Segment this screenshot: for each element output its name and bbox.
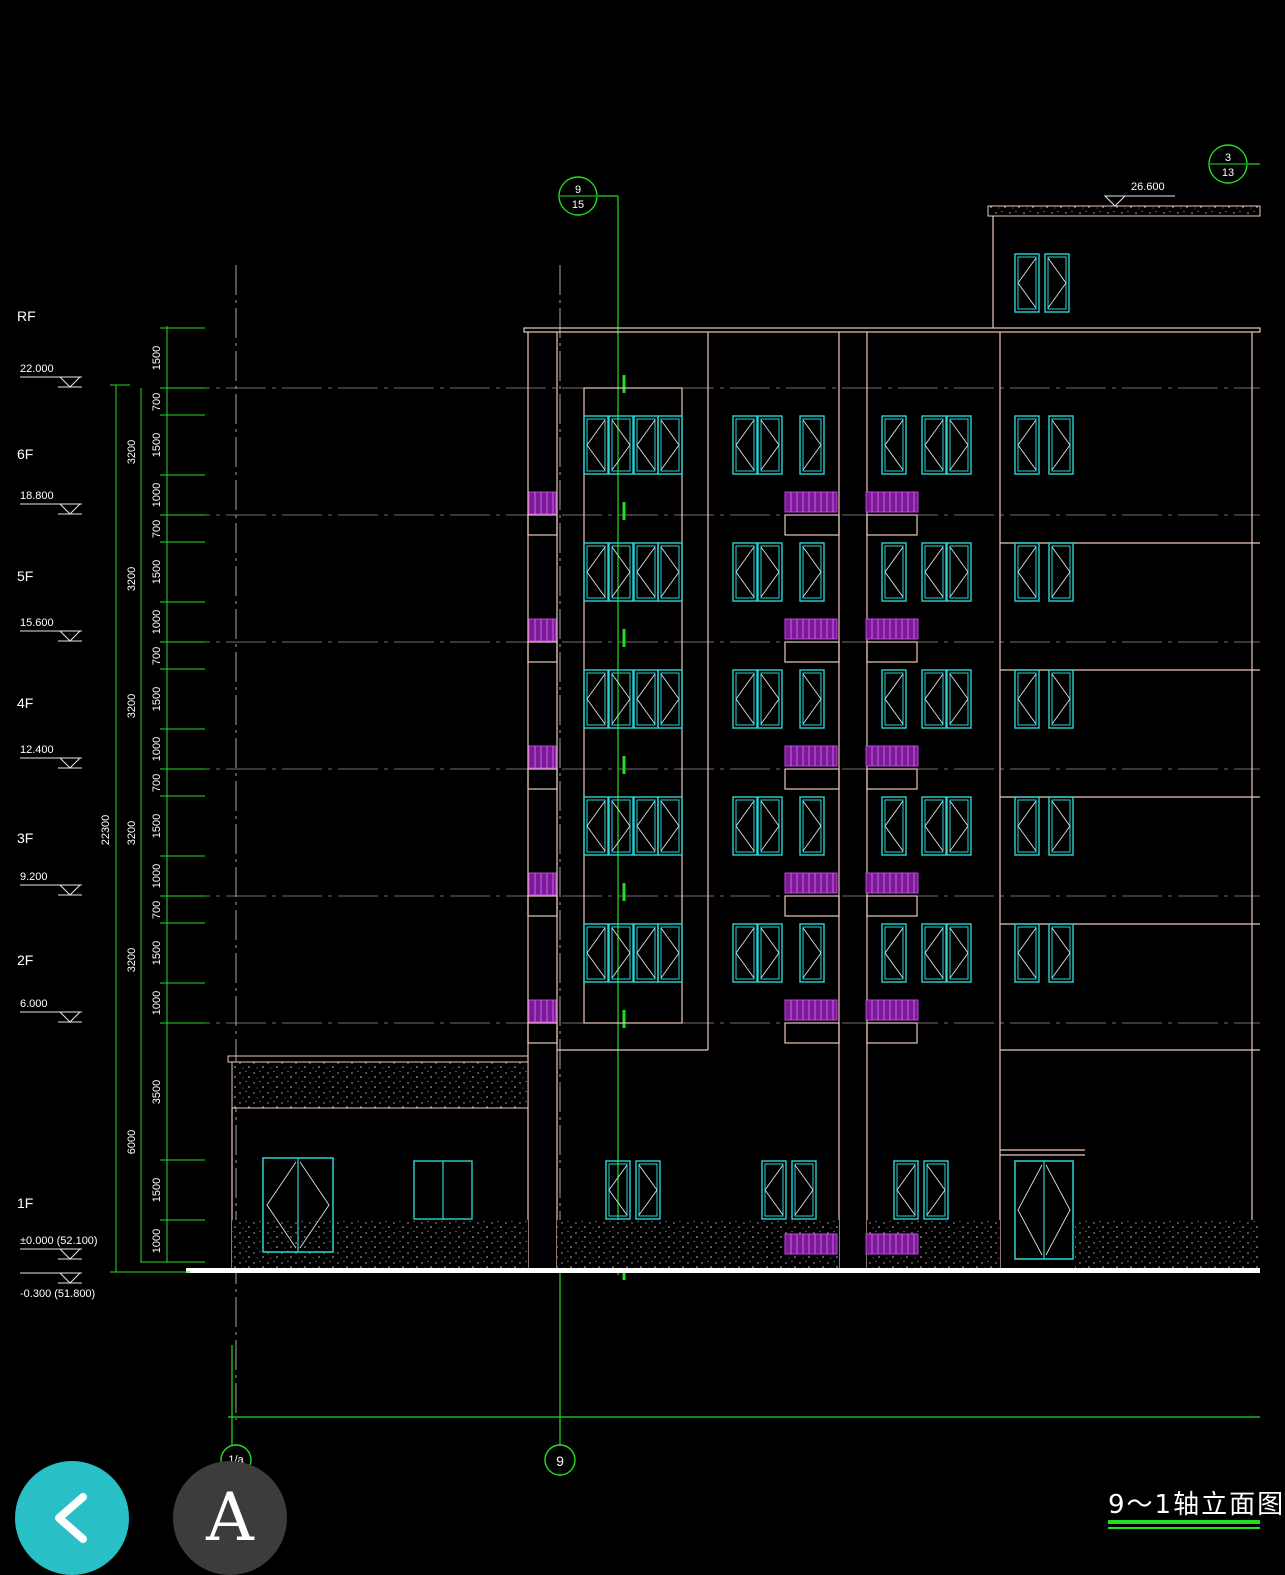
svg-text:3200: 3200 — [126, 567, 138, 591]
text-tool-button[interactable]: A — [173, 1461, 287, 1575]
svg-text:1000: 1000 — [151, 1229, 163, 1253]
svg-text:15: 15 — [572, 199, 584, 211]
svg-text:700: 700 — [151, 520, 163, 538]
cad-elevation-drawing[interactable]: 9 15 3 13 9 1/a 26.600 — [0, 0, 1261, 1555]
svg-text:3500: 3500 — [151, 1080, 163, 1104]
axis-bubble-9[interactable]: 9 — [544, 1444, 576, 1476]
podium — [227, 1055, 529, 1270]
svg-text:1000: 1000 — [151, 483, 163, 507]
level-labels: RF 22.000 6F 18.800 5F 15.600 4F 12.400 … — [17, 308, 98, 1300]
sheet-title: 9～1轴立面图 — [1108, 1490, 1285, 1520]
level-elev-rf: 22.000 — [20, 363, 54, 375]
level-elev-ground: -0.300 (51.800) — [20, 1288, 95, 1300]
level-elev-5f: 15.600 — [20, 617, 54, 629]
svg-text:3200: 3200 — [126, 821, 138, 845]
level-lines — [170, 387, 1260, 1024]
level-name-4f: 4F — [17, 695, 33, 711]
svg-text:1500: 1500 — [151, 687, 163, 711]
svg-text:1500: 1500 — [151, 1178, 163, 1202]
svg-text:700: 700 — [151, 774, 163, 792]
level-name-rf: RF — [17, 308, 36, 324]
svg-text:1500: 1500 — [151, 814, 163, 838]
svg-text:1000: 1000 — [151, 610, 163, 634]
level-elev-3f: 9.200 — [20, 871, 48, 883]
grid-axes — [228, 163, 1260, 1445]
ground-base — [186, 1220, 1260, 1273]
svg-text:3200: 3200 — [126, 948, 138, 972]
stair-roof-elevation: 26.600 — [1131, 181, 1165, 193]
dimension-lines — [110, 326, 205, 1273]
stair-tower: 26.600 — [987, 181, 1261, 328]
chevron-left-icon — [55, 1493, 87, 1543]
svg-text:3: 3 — [1225, 152, 1231, 164]
level-name-5f: 5F — [17, 568, 33, 584]
windows — [262, 415, 1074, 1260]
level-elev-6f: 18.800 — [20, 490, 54, 502]
level-name-6f: 6F — [17, 446, 33, 462]
entrance-door-right — [1014, 1160, 1074, 1260]
svg-text:1000: 1000 — [151, 991, 163, 1015]
svg-text:700: 700 — [151, 393, 163, 411]
svg-text:22300: 22300 — [100, 815, 112, 846]
level-name-1f: 1F — [17, 1195, 33, 1211]
svg-text:13: 13 — [1222, 167, 1234, 179]
sheet-title-underline — [1108, 1520, 1260, 1524]
level-elev-1f: ±0.000 (52.100) — [20, 1235, 98, 1247]
svg-text:1500: 1500 — [151, 941, 163, 965]
detail-bubble-9-15[interactable]: 9 15 — [558, 176, 598, 216]
level-elev-4f: 12.400 — [20, 744, 54, 756]
level-elev-2f: 6.000 — [20, 998, 48, 1010]
svg-text:1500: 1500 — [151, 346, 163, 370]
level-name-3f: 3F — [17, 830, 33, 846]
svg-text:1000: 1000 — [151, 737, 163, 761]
back-button[interactable] — [15, 1461, 129, 1575]
svg-text:3200: 3200 — [126, 440, 138, 464]
svg-text:9: 9 — [556, 1453, 564, 1469]
main-building — [523, 327, 1261, 1270]
detail-bubble-3-13[interactable]: 3 13 — [1208, 144, 1248, 184]
svg-text:1500: 1500 — [151, 433, 163, 457]
balcony-railings — [528, 491, 919, 1255]
svg-text:1000: 1000 — [151, 864, 163, 888]
entrance-door-left — [262, 1157, 334, 1253]
level-name-2f: 2F — [17, 952, 33, 968]
dimension-text: 1500 700 1500 1000 700 1500 1000 700 150… — [100, 346, 163, 1253]
svg-text:9: 9 — [575, 184, 581, 196]
svg-text:700: 700 — [151, 647, 163, 665]
svg-text:3200: 3200 — [126, 694, 138, 718]
svg-text:1500: 1500 — [151, 560, 163, 584]
sheet-title-underline-thin — [1108, 1527, 1260, 1529]
svg-text:6000: 6000 — [126, 1130, 138, 1154]
svg-text:700: 700 — [151, 901, 163, 919]
